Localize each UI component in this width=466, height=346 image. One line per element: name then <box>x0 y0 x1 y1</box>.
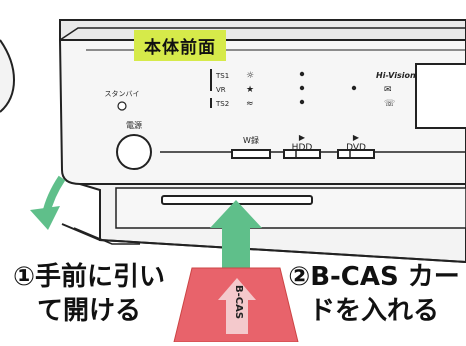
step-1-line1: 手前に引い <box>35 262 166 292</box>
step-1-number: ① <box>12 262 35 292</box>
led-dot <box>299 99 305 105</box>
step-1-caption: ①手前に引い て開ける <box>4 260 174 328</box>
card-label: B-CAS <box>233 285 244 319</box>
hdd-play-icon: ▶ <box>299 133 306 142</box>
dvd-button <box>337 149 375 159</box>
satellite-icon: ≈ <box>246 99 254 109</box>
vr-indicator: VR <box>216 86 226 94</box>
power-label: 電源 <box>126 121 142 130</box>
led-dot <box>299 85 305 91</box>
brand-label: Hi-Vision <box>376 71 416 80</box>
ts1-indicator: TS1 <box>215 72 229 80</box>
insert-arrow-icon <box>210 200 262 268</box>
sun-icon: ☼ <box>246 71 254 81</box>
step-1-line2: て開ける <box>36 296 141 326</box>
phone-icon: ☏ <box>384 99 395 109</box>
hdd-button <box>283 149 321 159</box>
dvd-label: DVD <box>346 143 366 153</box>
standby-led <box>117 101 127 111</box>
record-button <box>231 149 271 159</box>
step-2-number: ② <box>288 262 311 292</box>
ts2-indicator: TS2 <box>215 100 229 108</box>
power-button <box>116 134 152 170</box>
step-2-line2: ドを入れる <box>308 296 439 326</box>
mail-icon: ✉ <box>384 85 392 95</box>
panel-label: 本体前面 <box>134 30 226 61</box>
step-2-line1: B-CAS カー <box>310 262 460 292</box>
led-dot <box>299 71 305 77</box>
record-label: W録 <box>243 135 259 145</box>
hdd-label: HDD <box>292 143 313 153</box>
display-window <box>415 63 466 129</box>
top-chassis <box>59 19 466 41</box>
card-arrow-icon <box>218 278 256 334</box>
led-dot <box>351 85 357 91</box>
standby-label: スタンバイ <box>105 89 140 98</box>
dvd-play-icon: ▶ <box>353 133 360 142</box>
star-icon: ★ <box>246 85 254 95</box>
step-2-caption: ②B-CAS カー ドを入れる <box>284 260 464 328</box>
side-knob <box>0 39 16 113</box>
